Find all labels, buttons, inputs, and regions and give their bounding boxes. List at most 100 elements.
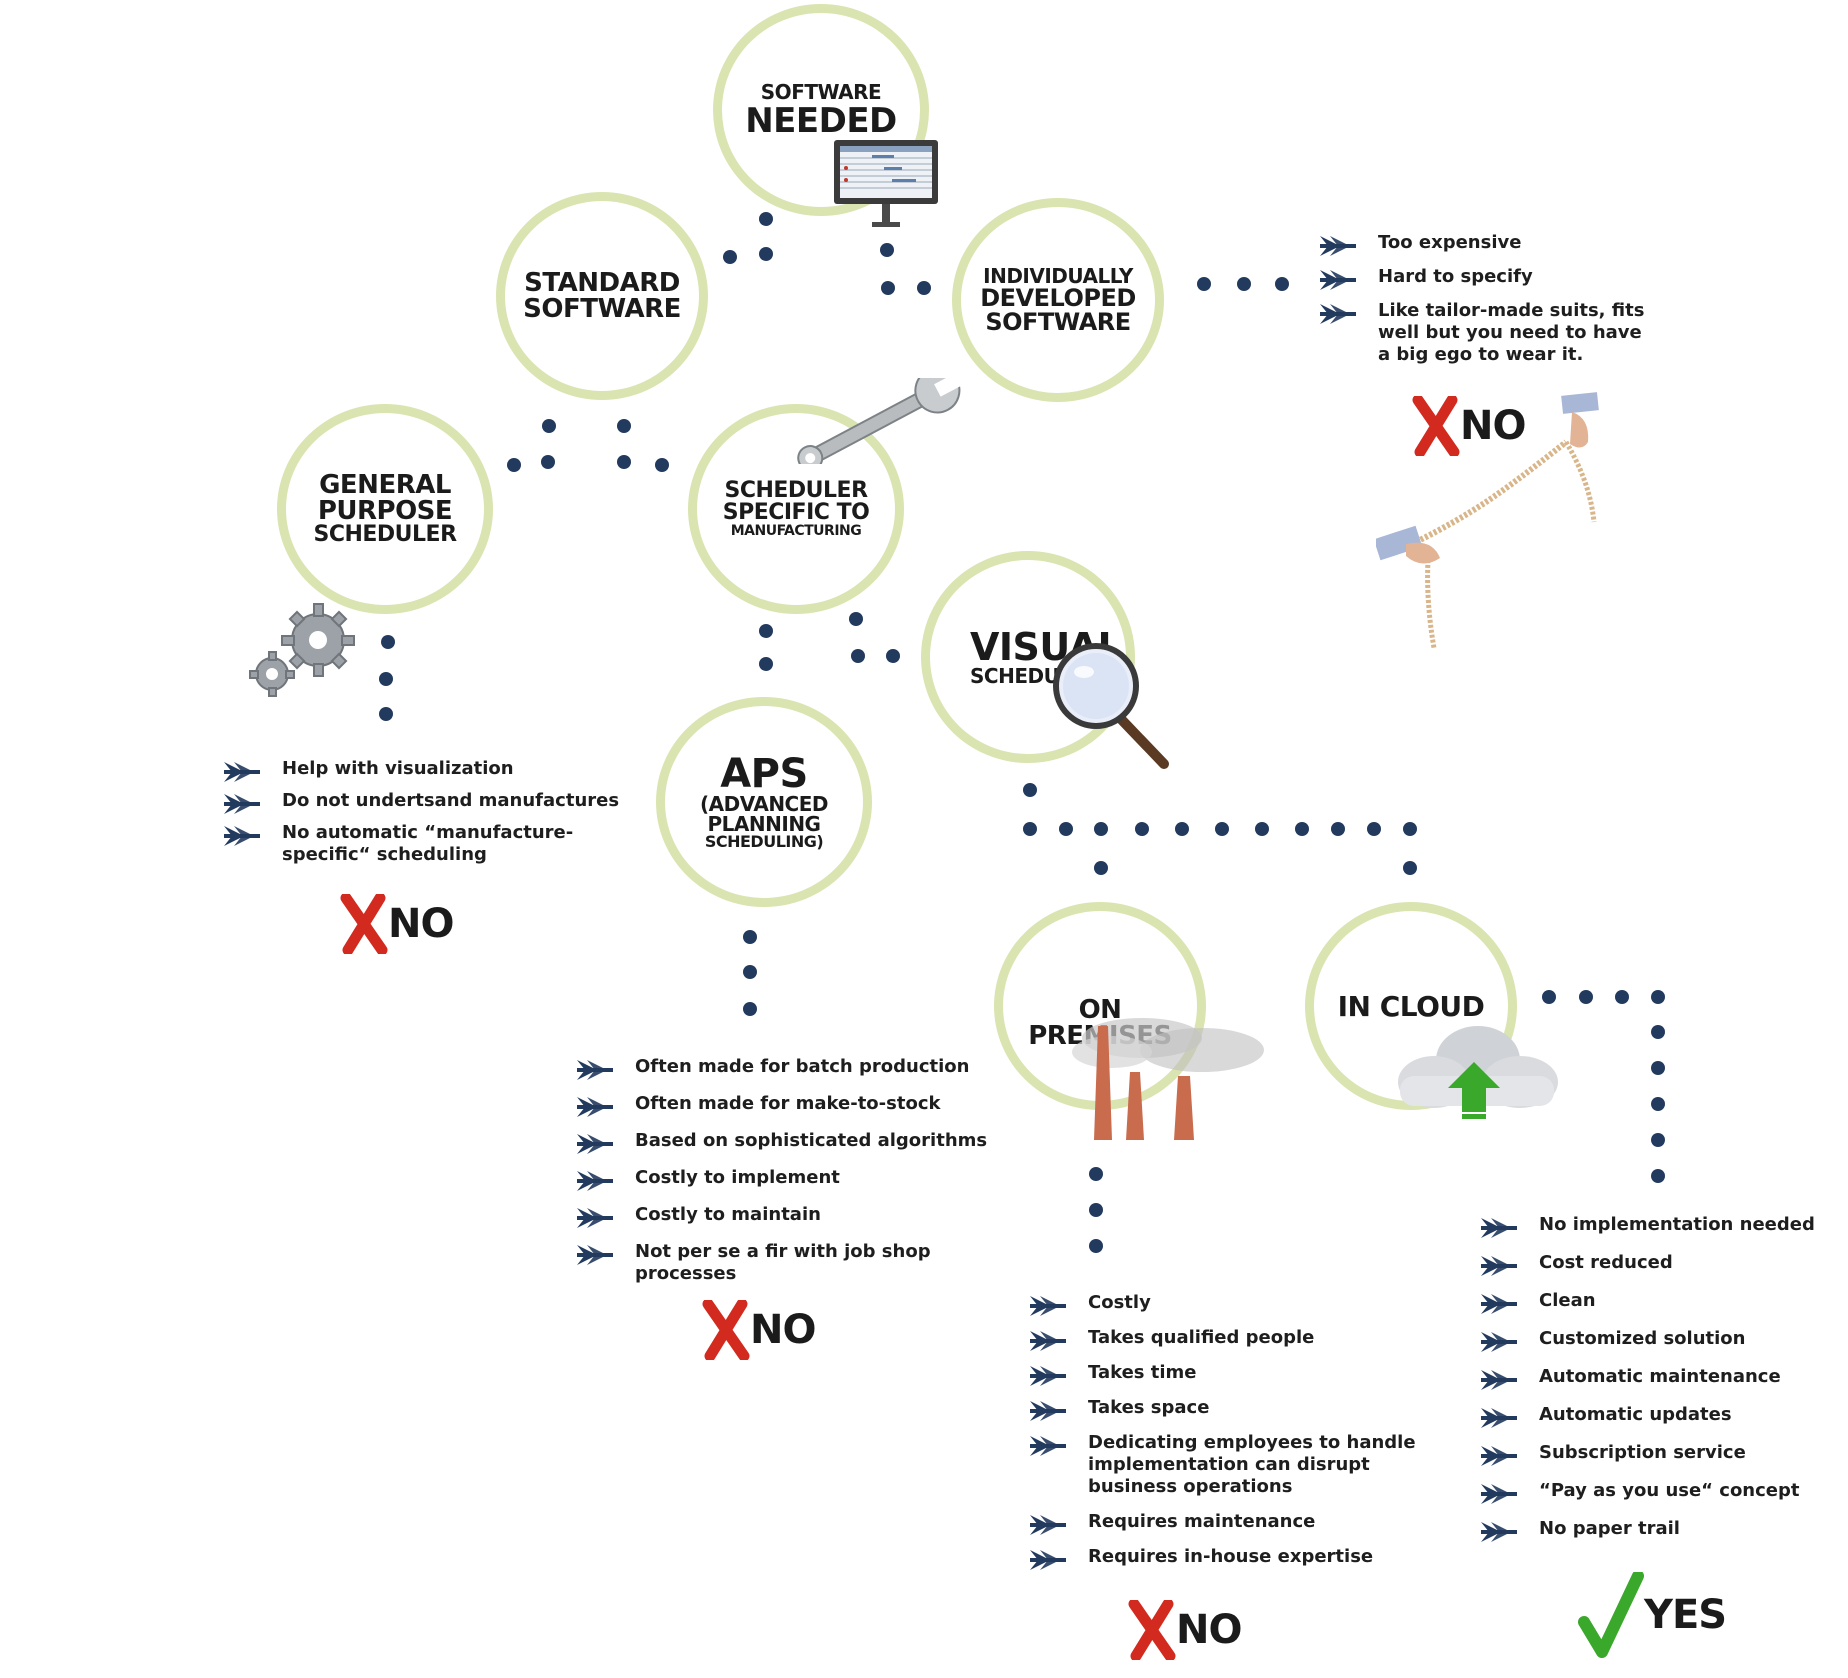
list-item: Too expensive — [1318, 232, 1648, 256]
verdict-in-cloud: YES — [1578, 1572, 1727, 1658]
connector-dot — [1215, 822, 1229, 836]
arrow-bullet-icon — [577, 1245, 613, 1265]
list-item-text: Help with visualization — [282, 758, 514, 779]
node-label-line: INDIVIDUALLY — [983, 264, 1133, 288]
connector-dot — [1275, 277, 1289, 291]
connector-dot — [1094, 822, 1108, 836]
list-item-text: Dedicating employees to handle implement… — [1088, 1432, 1416, 1497]
connector-dot — [759, 657, 773, 671]
connector-dot — [1023, 822, 1037, 836]
list-item: Takes space — [1028, 1397, 1428, 1421]
list-item: Costly to maintain — [575, 1204, 1015, 1228]
list-item: Help with visualization — [222, 758, 622, 782]
list-item: Costly to implement — [575, 1167, 1015, 1191]
verdict-on-premises: NO — [1128, 1600, 1242, 1660]
node-label-line: SPECIFIC TO — [722, 500, 870, 525]
node-label-line: APS — [720, 751, 808, 797]
list-item-text: Often made for batch production — [635, 1056, 970, 1077]
connector-dot — [617, 419, 631, 433]
connector-dot — [1651, 1025, 1665, 1039]
node-aps: APS (ADVANCED PLANNING SCHEDULING) — [656, 697, 872, 907]
connector-dot — [1651, 1097, 1665, 1111]
node-label-line: PLANNING — [707, 812, 821, 836]
node-in-cloud: IN CLOUD — [1305, 902, 1517, 1110]
list-item-text: “Pay as you use“ concept — [1539, 1480, 1800, 1501]
list-item-text: Automatic updates — [1539, 1404, 1732, 1425]
node-label-line: NEEDED — [745, 101, 897, 141]
connector-dot — [1094, 861, 1108, 875]
list-item-text: Not per se a fir with job shop processes — [635, 1241, 931, 1284]
arrow-bullet-icon — [224, 826, 260, 846]
list-item: Dedicating employees to handle implement… — [1028, 1432, 1428, 1498]
list-item: Like tailor-made suits, fits well but yo… — [1318, 300, 1648, 366]
arrow-bullet-icon — [577, 1171, 613, 1191]
tape-measure-icon — [1376, 392, 1599, 649]
verdict-label: NO — [750, 1307, 816, 1353]
arrow-bullet-icon — [1030, 1401, 1066, 1421]
connector-dot — [851, 649, 865, 663]
arrow-bullet-icon — [1481, 1332, 1517, 1352]
list-item-text: No implementation needed — [1539, 1214, 1815, 1235]
arrow-bullet-icon — [1481, 1484, 1517, 1504]
list-item-text: Takes time — [1088, 1362, 1197, 1383]
verdict-label: NO — [388, 901, 454, 947]
connector-dot — [655, 458, 669, 472]
verdict-label: NO — [1460, 403, 1526, 449]
list-item-text: Requires maintenance — [1088, 1511, 1316, 1532]
node-label-line: SCHEDULER — [313, 522, 457, 547]
factory-icon — [1072, 1018, 1264, 1140]
list-item-text: Do not undertsand manufactures — [282, 790, 620, 811]
connector-dot — [1331, 822, 1345, 836]
list-item-text: Costly to maintain — [635, 1204, 821, 1225]
connector-dot — [1579, 990, 1593, 1004]
connector-dot — [917, 281, 931, 295]
arrow-bullet-icon — [1481, 1522, 1517, 1542]
connector-dot — [1175, 822, 1189, 836]
list-item-text: No automatic “manufacture-specific“ sche… — [282, 822, 574, 865]
connector-dot — [1089, 1167, 1103, 1181]
arrow-bullet-icon — [1481, 1408, 1517, 1428]
verdict-label: NO — [1176, 1607, 1242, 1653]
arrow-bullet-icon — [1320, 270, 1356, 290]
list-item: Not per se a fir with job shop processes — [575, 1241, 1015, 1285]
connector-dot — [507, 458, 521, 472]
list-item-text: Clean — [1539, 1290, 1596, 1311]
node-scheduler-specific-to-manufacturing: SCHEDULER SPECIFIC TO MANUFACTURING — [688, 404, 904, 614]
node-standard-software: STANDARD SOFTWARE — [496, 192, 708, 400]
node-label-line: GENERAL — [319, 470, 451, 500]
connector-dot — [1059, 822, 1073, 836]
connector-dot — [1135, 822, 1149, 836]
connector-dot — [542, 419, 556, 433]
list-item-text: Too expensive — [1378, 232, 1522, 253]
list-item: Cost reduced — [1479, 1252, 1819, 1276]
list-item-text: Automatic maintenance — [1539, 1366, 1781, 1387]
list-item: “Pay as you use“ concept — [1479, 1480, 1819, 1504]
arrow-bullet-icon — [1030, 1366, 1066, 1386]
arrow-bullet-icon — [1030, 1296, 1066, 1316]
arrow-bullet-icon — [1481, 1294, 1517, 1314]
list-item-text: Takes qualified people — [1088, 1327, 1315, 1348]
connector-dot — [759, 212, 773, 226]
list-item: No automatic “manufacture-specific“ sche… — [222, 822, 622, 866]
node-label-line: SCHEDULER — [724, 478, 868, 503]
list-item: Do not undertsand manufactures — [222, 790, 622, 814]
connector-dot — [1089, 1239, 1103, 1253]
node-label-line: SOFTWARE — [523, 294, 681, 324]
connector-dot — [617, 455, 631, 469]
list-item-text: Costly — [1088, 1292, 1151, 1313]
list-item-text: Based on sophisticated algorithms — [635, 1130, 988, 1151]
x-mark-icon — [702, 1300, 750, 1360]
list-item: Takes qualified people — [1028, 1327, 1428, 1351]
arrow-bullet-icon — [577, 1134, 613, 1154]
node-label-line: IN CLOUD — [1337, 990, 1485, 1023]
connector-dot — [1651, 1169, 1665, 1183]
node-software-needed: SOFTWARE NEEDED — [713, 4, 929, 216]
list-item: Clean — [1479, 1290, 1819, 1314]
arrow-bullet-icon — [1481, 1446, 1517, 1466]
list-item: Subscription service — [1479, 1442, 1819, 1466]
arrow-bullet-icon — [577, 1060, 613, 1080]
